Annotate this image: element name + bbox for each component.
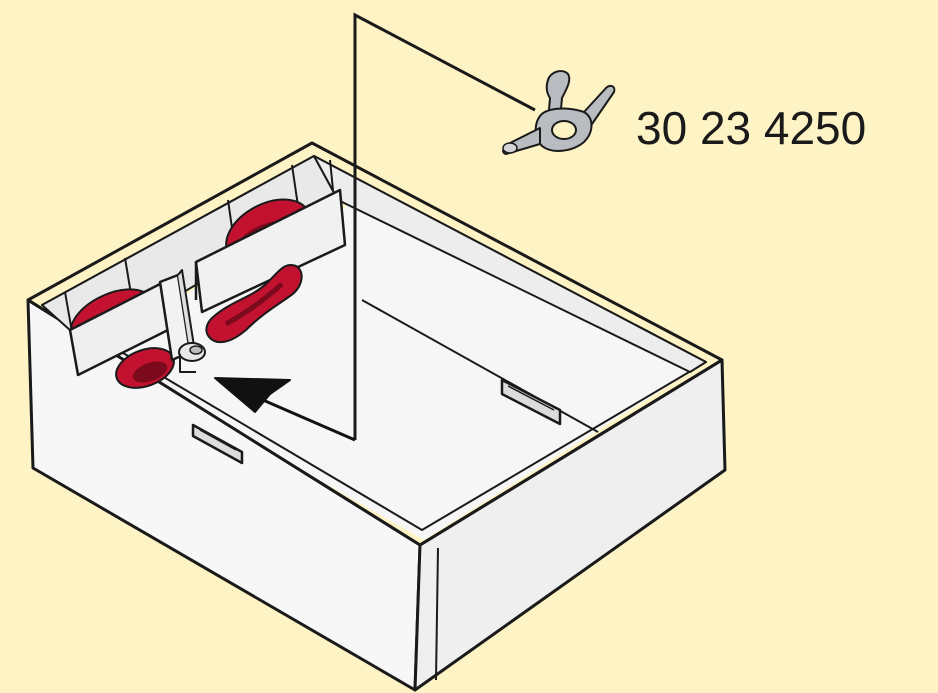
- handle-slot-front: [191, 423, 244, 465]
- part-number-label: 30 23 4250: [636, 102, 867, 154]
- wheel-mechanism: [68, 188, 347, 389]
- box-rim-outer: [26, 141, 724, 547]
- insert-arrow-icon: [214, 377, 356, 442]
- divider-panel-right: [194, 188, 347, 314]
- box-inner-back-right-wall: [313, 155, 707, 373]
- front-wheel: [115, 347, 175, 389]
- leader-line: [353, 12, 536, 440]
- handle-slot-right: [500, 378, 562, 426]
- clip-mount: [178, 342, 206, 373]
- clip-spring-icon: [502, 70, 616, 155]
- storage-box: [26, 141, 727, 692]
- box-corner-edge: [435, 547, 439, 681]
